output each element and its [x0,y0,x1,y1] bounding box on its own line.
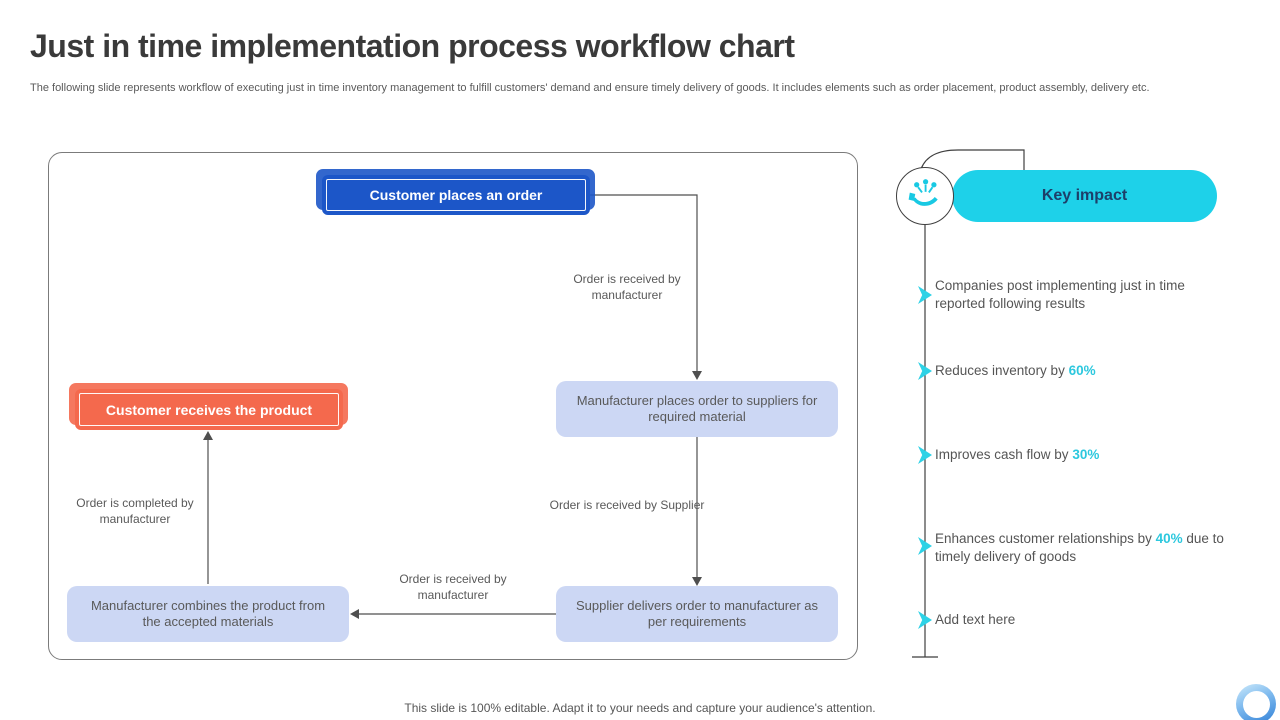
impact-item-relationships[interactable]: Enhances customer relationships by 40% d… [935,530,1231,566]
impact-item-text: Reduces inventory by [935,363,1069,378]
edge-label-order-received-supplier: Order is received by Supplier [549,498,705,512]
decorative-ring [1236,684,1276,720]
node-manufacturer-places-order[interactable]: Manufacturer places order to suppliers f… [556,381,838,437]
impact-item-text: Enhances customer relationships by [935,531,1156,546]
node-label: Manufacturer places order to suppliers f… [576,393,818,424]
impact-item-text: Companies post implementing just in time… [935,278,1185,311]
edge-label-order-received-manufacturer: Order is received by manufacturer [573,272,681,302]
impact-item-percent: 60% [1068,363,1096,378]
arrowhead-down-1 [692,371,702,380]
node-label: Supplier delivers order to manufacturer … [575,598,819,629]
node-supplier-delivers[interactable]: Supplier delivers order to manufacturer … [556,586,838,642]
node-label: Customer receives the product [105,401,313,418]
node-customer-places-order[interactable]: Customer places an order [316,169,595,215]
hand-impact-icon [908,179,938,206]
edge-customer-to-manufacturer [590,194,698,371]
impact-item-inventory[interactable]: Reduces inventory by 60% [935,362,1231,380]
decorative-ring-center [1242,690,1270,718]
impact-header-connector [920,149,1025,172]
edge-label-order-received-manufacturer-bottom: Order is received by manufacturer [399,572,507,602]
impact-item-text: Improves cash flow by [935,447,1073,462]
arrowhead-up [203,431,213,440]
slide-subtitle: The following slide represents workflow … [30,82,1150,94]
arrowhead-left [350,609,359,619]
key-impact-header[interactable]: Key impact [952,170,1217,222]
flowchart-frame [48,152,858,660]
node-label: Manufacturer combines the product from t… [90,598,326,629]
impact-item-cash-flow[interactable]: Improves cash flow by 30% [935,446,1231,464]
key-impact-header-label: Key impact [1041,187,1128,204]
impact-item-results[interactable]: Companies post implementing just in time… [935,277,1231,313]
node-customer-receives-product[interactable]: Customer receives the product [69,383,348,430]
impact-item-add-text[interactable]: Add text here [935,611,1231,629]
page-title: Just in time implementation process work… [30,28,795,64]
edge-label-order-completed-manufacturer: Order is completed by manufacturer [76,496,194,526]
impact-item-percent: 30% [1072,447,1100,462]
editable-note: This slide is 100% editable. Adapt it to… [404,701,876,715]
impact-item-text: Add text here [935,612,1016,627]
node-manufacturer-combines[interactable]: Manufacturer combines the product from t… [67,586,349,642]
key-impact-badge [896,167,954,225]
impact-item-text: due to timely delivery of goods [935,531,1224,564]
arrowhead-down-2 [692,577,702,586]
node-label: Customer places an order [369,187,543,203]
impact-item-percent: 40% [1155,531,1183,546]
